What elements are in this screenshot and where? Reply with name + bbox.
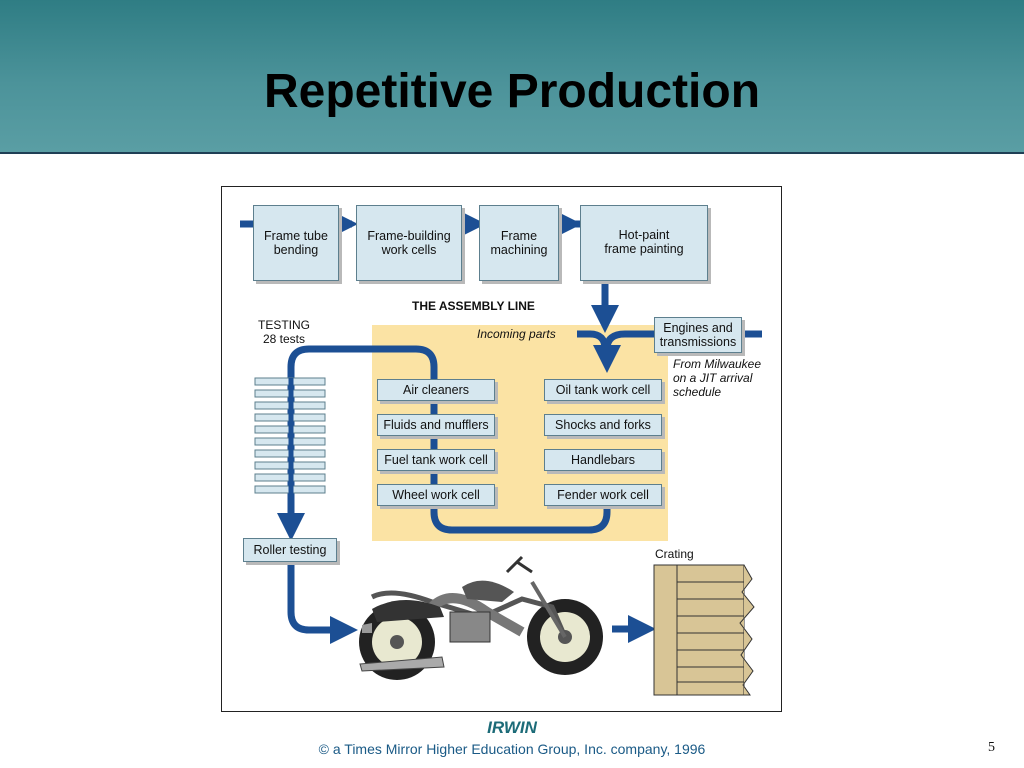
cell-oil-tank: Oil tank work cell bbox=[544, 379, 662, 401]
parts-join bbox=[589, 330, 609, 350]
slide-title: Repetitive Production bbox=[263, 65, 761, 118]
assembly-line-title: THE ASSEMBLY LINE bbox=[412, 299, 535, 313]
cell-air-cleaners: Air cleaners bbox=[377, 379, 495, 401]
process-frame-machining: Frame machining bbox=[479, 205, 559, 281]
slide-header bbox=[0, 0, 1024, 152]
to-bike-arrow bbox=[287, 562, 358, 644]
engines-transmissions-box: Engines and transmissions bbox=[654, 317, 742, 353]
process-hot-paint: Hot-paint frame painting bbox=[580, 205, 708, 281]
cell-fluids-mufflers: Fluids and mufflers bbox=[377, 414, 495, 436]
cell-fuel-tank: Fuel tank work cell bbox=[377, 449, 495, 471]
crating-label: Crating bbox=[655, 547, 694, 561]
milwaukee-note: From Milwaukee on a JIT arrival schedule bbox=[673, 357, 762, 399]
process-frame-building: Frame-building work cells bbox=[356, 205, 462, 281]
footer-brand: IRWIN bbox=[487, 718, 537, 737]
motorcycle-icon bbox=[359, 555, 603, 680]
footer-copyright: © a Times Mirror Higher Education Group,… bbox=[318, 741, 706, 757]
page-number: 5 bbox=[988, 740, 995, 755]
cell-fender: Fender work cell bbox=[544, 484, 662, 506]
incoming-parts-label: Incoming parts bbox=[477, 327, 556, 341]
cell-shocks-forks: Shocks and forks bbox=[544, 414, 662, 436]
crate-icon bbox=[653, 564, 755, 696]
cell-handlebars: Handlebars bbox=[544, 449, 662, 471]
cell-wheel: Wheel work cell bbox=[377, 484, 495, 506]
assembly-figure: Frame tube bending Frame-building work c… bbox=[221, 186, 782, 712]
assembly-loop-arrow bbox=[277, 345, 611, 541]
roller-testing-box: Roller testing bbox=[243, 538, 337, 562]
process-frame-tube-bending: Frame tube bending bbox=[253, 205, 339, 281]
header-divider bbox=[0, 152, 1024, 154]
testing-label: TESTING 28 tests bbox=[258, 318, 311, 346]
